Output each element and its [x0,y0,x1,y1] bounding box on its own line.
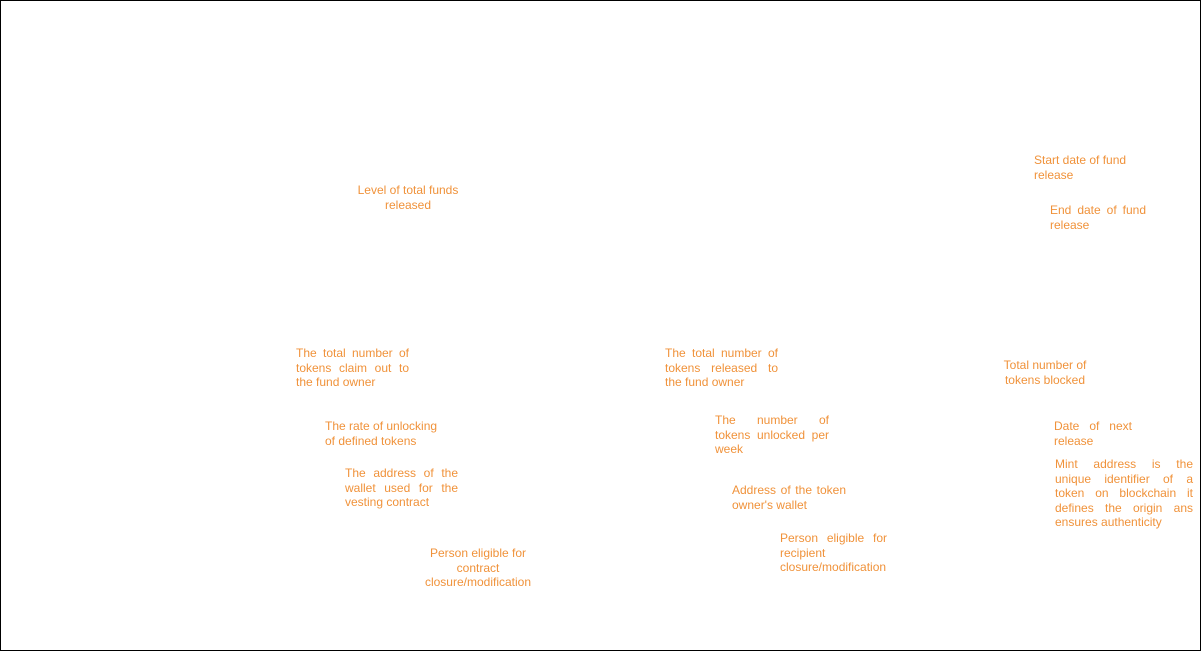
annotation-total-released: The total number of tokens released to t… [665,346,778,390]
annotation-end-date: End date of fund release [1050,203,1146,232]
annotation-contract-closure: Person eligible for contract closure/mod… [424,546,532,590]
annotation-vesting-wallet: The address of the wallet used for the v… [345,466,458,510]
annotation-mint-address: Mint address is the unique identifier of… [1055,457,1193,530]
annotation-unlocked-per-week: The number of tokens unlocked per week [715,413,829,457]
annotation-unlock-rate: The rate of unlocking of defined tokens [325,419,438,448]
annotation-total-claim-out: The total number of tokens claim out to … [296,346,409,390]
annotation-start-date: Start date of fund release [1034,153,1127,182]
annotation-owner-wallet: Address of the token owner's wallet [732,483,846,512]
annotation-level-total-funds: Level of total funds released [357,183,459,212]
annotation-recipient-closure: Person eligible for recipient closure/mo… [780,531,887,575]
annotation-total-blocked: Total number of tokens blocked [1003,358,1087,387]
annotation-next-release-date: Date of next release [1054,419,1132,448]
